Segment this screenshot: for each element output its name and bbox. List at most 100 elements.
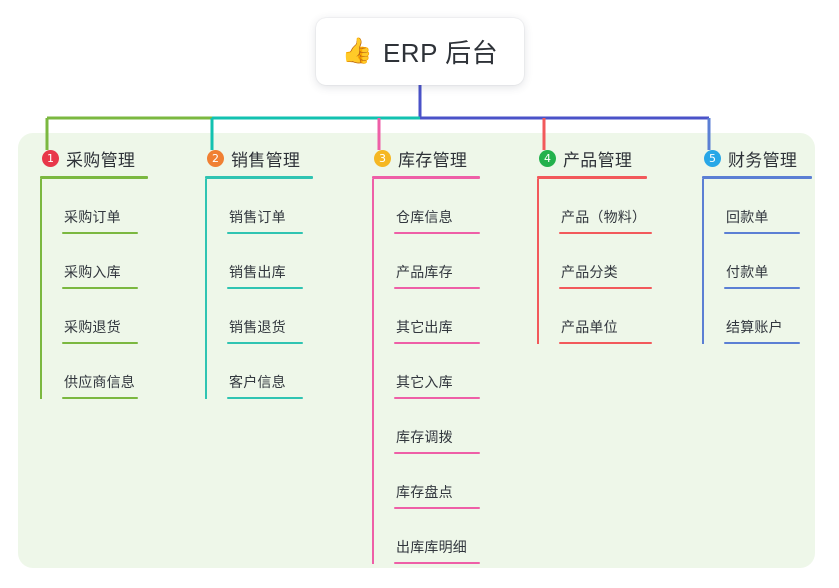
leaf-underline (559, 287, 652, 289)
leaf-underline (394, 232, 480, 234)
leaf-label: 采购订单 (64, 209, 121, 225)
branch-spine-4 (537, 179, 539, 344)
leaf-node[interactable]: 产品（物料） (537, 179, 652, 234)
leaf-label: 出库库明细 (396, 539, 467, 555)
leaf-node[interactable]: 付款单 (702, 234, 812, 289)
branch-underline-4 (537, 176, 647, 179)
branch-spine-3 (372, 179, 374, 564)
leaf-node[interactable]: 产品分类 (537, 234, 652, 289)
branch-items-2: 销售订单销售出库销售退货客户信息 (205, 179, 313, 399)
leaf-label: 产品单位 (561, 319, 618, 335)
branch-underline-2 (205, 176, 313, 179)
leaf-node[interactable]: 产品库存 (372, 234, 480, 289)
leaf-label: 仓库信息 (396, 209, 453, 225)
branch-column-2: 2 销售管理销售订单销售出库销售退货客户信息 (205, 145, 313, 399)
branch-badge-1: 1 (42, 149, 59, 167)
leaf-label: 付款单 (726, 264, 769, 280)
branch-items-1: 采购订单采购入库采购退货供应商信息 (40, 179, 148, 399)
leaf-label: 采购退货 (64, 319, 121, 335)
leaf-node[interactable]: 其它入库 (372, 344, 480, 399)
leaf-underline (62, 232, 138, 234)
leaf-label: 其它入库 (396, 374, 453, 390)
leaf-underline (724, 232, 800, 234)
leaf-label: 采购入库 (64, 264, 121, 280)
leaf-label: 供应商信息 (64, 374, 135, 390)
leaf-underline (62, 397, 138, 399)
leaf-underline (559, 232, 652, 234)
root-node-content: 👍 ERP 后台 (342, 33, 498, 70)
leaf-underline (394, 452, 480, 454)
branch-underline-3 (372, 176, 480, 179)
leaf-node[interactable]: 采购退货 (40, 289, 148, 344)
branch-header-3[interactable]: 3 库存管理 (372, 145, 480, 171)
leaf-node[interactable]: 客户信息 (205, 344, 313, 399)
leaf-label: 销售退货 (229, 319, 286, 335)
leaf-underline (394, 562, 480, 564)
thumbs-up-icon: 👍 (341, 37, 373, 65)
leaf-underline (394, 507, 480, 509)
leaf-node[interactable]: 结算账户 (702, 289, 812, 344)
leaf-node[interactable]: 销售退货 (205, 289, 313, 344)
branch-items-3: 仓库信息产品库存其它出库其它入库库存调拨库存盘点出库库明细 (372, 179, 480, 564)
branch-header-5[interactable]: 5 财务管理 (702, 145, 812, 171)
leaf-node[interactable]: 产品单位 (537, 289, 652, 344)
leaf-underline (227, 397, 303, 399)
leaf-label: 销售出库 (229, 264, 286, 280)
leaf-underline (227, 232, 303, 234)
leaf-underline (227, 342, 303, 344)
leaf-node[interactable]: 采购入库 (40, 234, 148, 289)
leaf-label: 其它出库 (396, 319, 453, 335)
leaf-node[interactable]: 供应商信息 (40, 344, 148, 399)
branch-items-4: 产品（物料） 产品分类产品单位 (537, 179, 652, 344)
leaf-node[interactable]: 销售订单 (205, 179, 313, 234)
branch-title-4: 产品管理 (563, 150, 633, 170)
leaf-node[interactable]: 仓库信息 (372, 179, 480, 234)
leaf-node[interactable]: 采购订单 (40, 179, 148, 234)
leaf-label: 结算账户 (726, 319, 783, 335)
leaf-node[interactable]: 回款单 (702, 179, 812, 234)
branch-badge-3: 3 (374, 149, 391, 167)
branch-title-2: 销售管理 (231, 150, 301, 170)
diagram-background-panel (18, 133, 815, 568)
branch-header-4[interactable]: 4 产品管理 (537, 145, 652, 171)
leaf-label: 产品（物料） (561, 209, 647, 225)
branch-header-1[interactable]: 1 采购管理 (40, 145, 148, 171)
leaf-label: 回款单 (726, 209, 769, 225)
leaf-underline (394, 397, 480, 399)
branch-title-3: 库存管理 (398, 150, 468, 170)
leaf-underline (227, 287, 303, 289)
branch-badge-4: 4 (539, 149, 556, 167)
branch-column-3: 3 库存管理仓库信息产品库存其它出库其它入库库存调拨库存盘点出库库明细 (372, 145, 480, 564)
branch-underline-5 (702, 176, 812, 179)
leaf-label: 产品分类 (561, 264, 618, 280)
branch-title-1: 采购管理 (66, 150, 136, 170)
leaf-label: 库存调拨 (396, 429, 453, 445)
leaf-underline (724, 287, 800, 289)
leaf-node[interactable]: 库存调拨 (372, 399, 480, 454)
branch-column-4: 4 产品管理产品（物料） 产品分类产品单位 (537, 145, 652, 344)
branch-spine-2 (205, 179, 207, 399)
branch-column-1: 1 采购管理采购订单采购入库采购退货供应商信息 (40, 145, 148, 399)
root-node-card[interactable]: 👍 ERP 后台 (316, 18, 524, 85)
leaf-node[interactable]: 销售出库 (205, 234, 313, 289)
leaf-underline (724, 342, 800, 344)
leaf-node[interactable]: 出库库明细 (372, 509, 480, 564)
leaf-node[interactable]: 其它出库 (372, 289, 480, 344)
leaf-underline (394, 287, 480, 289)
branch-badge-5: 5 (704, 149, 721, 167)
branch-spine-1 (40, 179, 42, 399)
branch-column-5: 5 财务管理回款单付款单结算账户 (702, 145, 812, 344)
branch-header-2[interactable]: 2 销售管理 (205, 145, 313, 171)
branch-title-5: 财务管理 (728, 150, 798, 170)
leaf-underline (62, 287, 138, 289)
leaf-underline (394, 342, 480, 344)
leaf-node[interactable]: 库存盘点 (372, 454, 480, 509)
leaf-label: 客户信息 (229, 374, 286, 390)
branch-badge-2: 2 (207, 149, 224, 167)
branch-spine-5 (702, 179, 704, 344)
leaf-underline (62, 342, 138, 344)
leaf-label: 库存盘点 (396, 484, 453, 500)
branch-underline-1 (40, 176, 148, 179)
